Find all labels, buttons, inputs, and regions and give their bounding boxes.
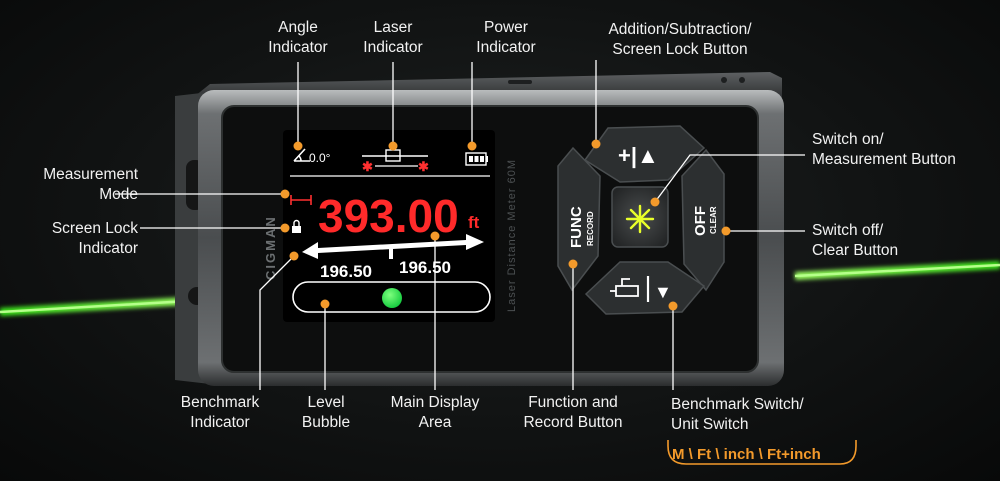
plus-lock-label: +|▲ xyxy=(618,143,659,168)
dot-switch-on xyxy=(650,197,660,207)
unit-bracket xyxy=(667,440,857,465)
func-record-button[interactable] xyxy=(557,146,601,292)
dot-benchmark xyxy=(289,251,299,261)
sub-value-left: 196.50 xyxy=(320,262,372,281)
dot-bubble xyxy=(320,299,330,309)
sub-value-right: 196.50 xyxy=(399,258,451,277)
off-label: OFF xyxy=(692,206,709,236)
laser-beam-right xyxy=(794,261,1000,280)
top-slot xyxy=(508,80,532,84)
dot-bench-switch xyxy=(668,301,678,311)
dot-mode xyxy=(280,189,290,199)
measurement-mode-icon xyxy=(290,195,312,205)
angle-icon xyxy=(293,148,310,162)
dot-angle xyxy=(293,141,303,151)
angle-value: 0.0° xyxy=(309,151,331,165)
clear-label: CLEAR xyxy=(709,206,718,234)
record-label: RECORD xyxy=(586,211,595,246)
lock-icon xyxy=(292,219,301,233)
benchmark-icon xyxy=(610,278,639,297)
lcd-screen xyxy=(283,130,495,322)
label-switch-on: Switch on/Measurement Button xyxy=(812,131,956,168)
brand-label: CIGMAN xyxy=(263,215,278,280)
label-switch-off: Switch off/Clear Button xyxy=(812,222,899,259)
dot-laser xyxy=(388,141,398,151)
off-clear-button[interactable] xyxy=(681,148,725,292)
down-arrow-label: ▼ xyxy=(654,282,672,302)
svg-text:✱: ✱ xyxy=(418,159,429,174)
svg-text:✱: ✱ xyxy=(362,159,373,174)
dot-main-display xyxy=(430,231,440,241)
dot-addsub xyxy=(591,139,601,149)
label-addsub-button: Addition/Subtraction/Screen Lock Button xyxy=(608,21,752,58)
laser-icon: ✱ ✱ xyxy=(362,149,429,174)
level-bubble xyxy=(382,288,402,308)
side-text: Laser Distance Meter 60M xyxy=(506,159,518,312)
dot-lock xyxy=(280,223,290,233)
dot-switch-off xyxy=(721,226,731,236)
laser-beam-left xyxy=(0,296,206,316)
dot-power xyxy=(467,141,477,151)
benchmark-unit-button[interactable] xyxy=(584,261,706,315)
label-benchmark-switch: Benchmark Switch/Unit Switch xyxy=(671,396,804,433)
laser-star-icon xyxy=(625,204,655,234)
benchmark-arrow xyxy=(302,234,484,259)
main-unit: ft xyxy=(468,213,480,232)
func-label: FUNC xyxy=(568,206,585,248)
unit-options: M \ Ft \ inch \ Ft+inch xyxy=(672,446,821,463)
dot-func xyxy=(568,259,578,269)
plus-lock-button[interactable] xyxy=(583,125,706,183)
level-bubble-track xyxy=(292,281,491,313)
battery-icon xyxy=(465,152,488,166)
